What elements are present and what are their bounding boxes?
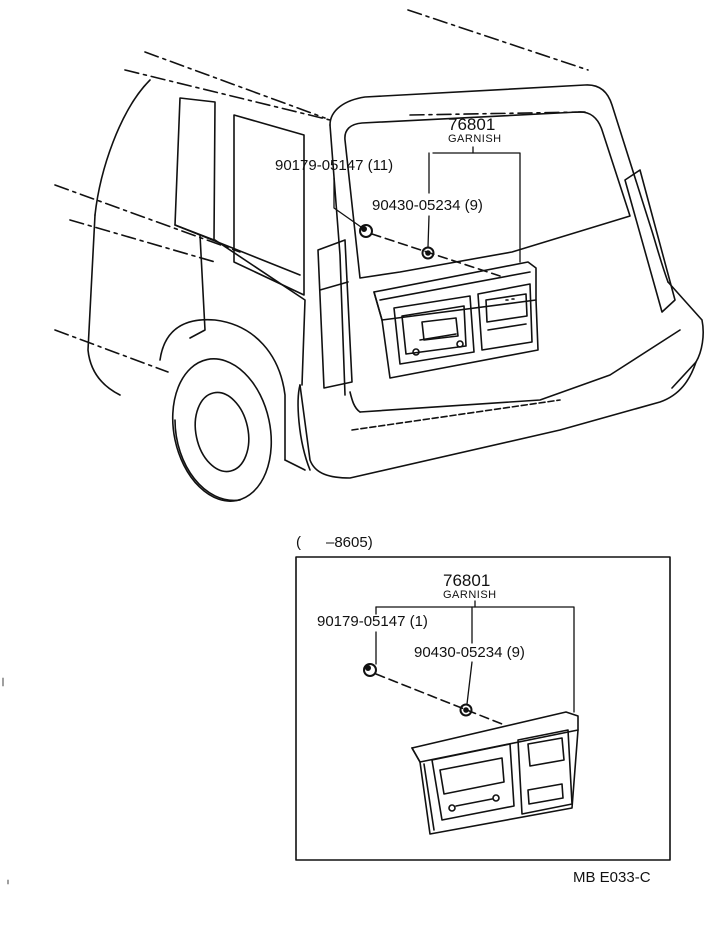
assembly-line-main xyxy=(371,233,501,277)
inset-part-number: 76801 xyxy=(443,571,491,590)
inset-range-label: ( –8605) xyxy=(296,534,373,551)
garnish-main xyxy=(373,261,539,379)
leader-lines-main xyxy=(333,146,521,263)
garnish-inset xyxy=(411,711,579,835)
leader-lines-inset xyxy=(375,600,575,713)
screw-main xyxy=(359,224,373,238)
clip-inset xyxy=(459,703,473,717)
main-part-name: GARNISH xyxy=(448,133,502,145)
assembly-line-inset xyxy=(375,673,503,725)
main-part-number: 76801 xyxy=(448,115,496,134)
inset-screw-callout: 90179-05147 (1) xyxy=(317,613,428,630)
inset-clip-callout: 90430-05234 (9) xyxy=(414,644,525,661)
screw-inset xyxy=(363,663,377,677)
inset-frame xyxy=(295,556,671,861)
inset-part-name: GARNISH xyxy=(443,589,497,601)
vehicle-rear-illustration xyxy=(54,9,704,502)
main-clip-callout: 90430-05234 (9) xyxy=(372,197,483,214)
main-screw-callout: 90179-05147 (11) xyxy=(275,157,394,174)
diagram-code: MB E033-C xyxy=(573,869,651,886)
